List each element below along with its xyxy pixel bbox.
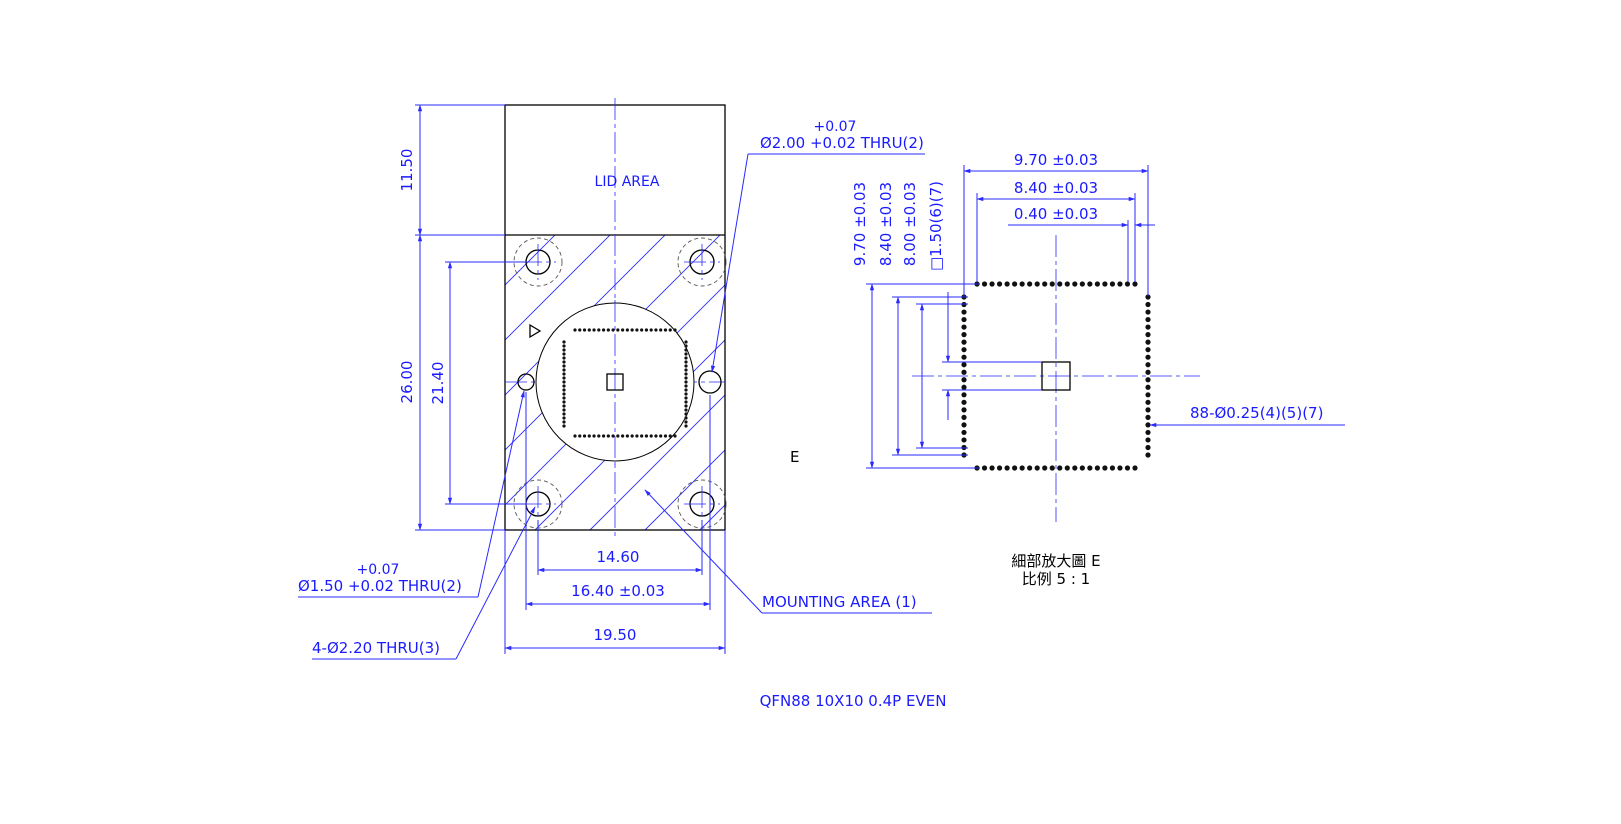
dim-h-outer: 9.70 ±0.03 bbox=[963, 151, 1149, 296]
dim-top-height: 11.50 bbox=[398, 104, 505, 236]
svg-text:4-Ø2.20 THRU(3): 4-Ø2.20 THRU(3) bbox=[312, 639, 440, 657]
mounting-hatch bbox=[505, 235, 725, 530]
svg-text:11.50: 11.50 bbox=[398, 149, 416, 192]
svg-text:8.40 ±0.03: 8.40 ±0.03 bbox=[877, 182, 895, 266]
dim-h-pitch: 0.40 ±0.03 bbox=[1008, 205, 1155, 282]
pin1-triangle-icon bbox=[529, 323, 542, 339]
dim-inner-width: 14.60 bbox=[537, 520, 703, 575]
svg-text:9.70 ±0.03: 9.70 ±0.03 bbox=[851, 182, 869, 266]
center-pad bbox=[606, 373, 624, 391]
dim-v-inner: 8.40 ±0.03 bbox=[877, 182, 968, 456]
svg-text:19.50: 19.50 bbox=[594, 626, 637, 644]
svg-text:Ø2.00 +0.02 THRU(2): Ø2.00 +0.02 THRU(2) bbox=[760, 134, 924, 152]
svg-text:8.40 ±0.03: 8.40 ±0.03 bbox=[1014, 179, 1098, 197]
svg-text:+0.07: +0.07 bbox=[357, 562, 400, 578]
callout-large-pin: +0.07 Ø2.00 +0.02 THRU(2) bbox=[710, 119, 925, 373]
svg-text:9.70 ±0.03: 9.70 ±0.03 bbox=[1014, 151, 1098, 169]
dim-hole-pitch-v: 21.40 bbox=[429, 261, 526, 505]
svg-text:88-Ø0.25(4)(5)(7): 88-Ø0.25(4)(5)(7) bbox=[1190, 404, 1323, 422]
svg-text:14.60: 14.60 bbox=[597, 548, 640, 566]
callout-small-pin: +0.07 Ø1.50 +0.02 THRU(2) bbox=[298, 390, 525, 598]
package-label: QFN88 10X10 0.4P EVEN bbox=[760, 692, 947, 710]
detail-marker: E bbox=[790, 448, 799, 466]
svg-text:0.40 ±0.03: 0.40 ±0.03 bbox=[1014, 205, 1098, 223]
main-view: LID AREA 11.50 26.00 21.40 14.60 bbox=[298, 98, 932, 660]
dim-hole-span: 16.40 ±0.03 bbox=[525, 392, 711, 610]
svg-text:26.00: 26.00 bbox=[398, 361, 416, 404]
callout-holes: 4-Ø2.20 THRU(3) bbox=[312, 506, 536, 660]
lid-area-label: LID AREA bbox=[595, 174, 660, 190]
detail-pin-dots bbox=[961, 281, 1151, 471]
small-pin-hole bbox=[517, 373, 535, 391]
dim-v-outer: 9.70 ±0.03 bbox=[851, 182, 980, 469]
callout-mounting: MOUNTING AREA (1) bbox=[644, 489, 932, 614]
svg-text:Ø1.50 +0.02 THRU(2): Ø1.50 +0.02 THRU(2) bbox=[298, 577, 462, 595]
svg-text:21.40: 21.40 bbox=[429, 362, 447, 405]
qfn-pad-dots bbox=[562, 328, 688, 438]
svg-text:16.40 ±0.03: 16.40 ±0.03 bbox=[571, 582, 665, 600]
detail-scale: 比例 5 : 1 bbox=[1022, 570, 1090, 588]
detail-view: 9.70 ±0.03 8.40 ±0.03 0.40 ±0.03 9.70 ±0… bbox=[851, 151, 1345, 588]
dim-h-inner: 8.40 ±0.03 bbox=[976, 179, 1136, 282]
svg-text:8.00 ±0.03: 8.00 ±0.03 bbox=[901, 182, 919, 266]
detail-title: 細部放大圖 E bbox=[1011, 552, 1100, 570]
corner-hole-tr bbox=[677, 237, 727, 287]
svg-text:MOUNTING AREA (1): MOUNTING AREA (1) bbox=[762, 593, 917, 611]
svg-text:□1.50(6)(7): □1.50(6)(7) bbox=[927, 181, 945, 271]
dim-v-pad: 8.00 ±0.03 bbox=[901, 182, 968, 449]
callout-detail-pins: 88-Ø0.25(4)(5)(7) bbox=[1149, 404, 1345, 428]
svg-text:+0.07: +0.07 bbox=[814, 119, 857, 135]
detail-center-pad bbox=[1041, 361, 1071, 391]
dim-body-height: 26.00 bbox=[398, 234, 505, 531]
dim-total-width: 19.50 bbox=[504, 530, 726, 654]
dim-v-center: □1.50(6)(7) bbox=[927, 181, 1042, 420]
large-pin-hole bbox=[698, 370, 722, 394]
